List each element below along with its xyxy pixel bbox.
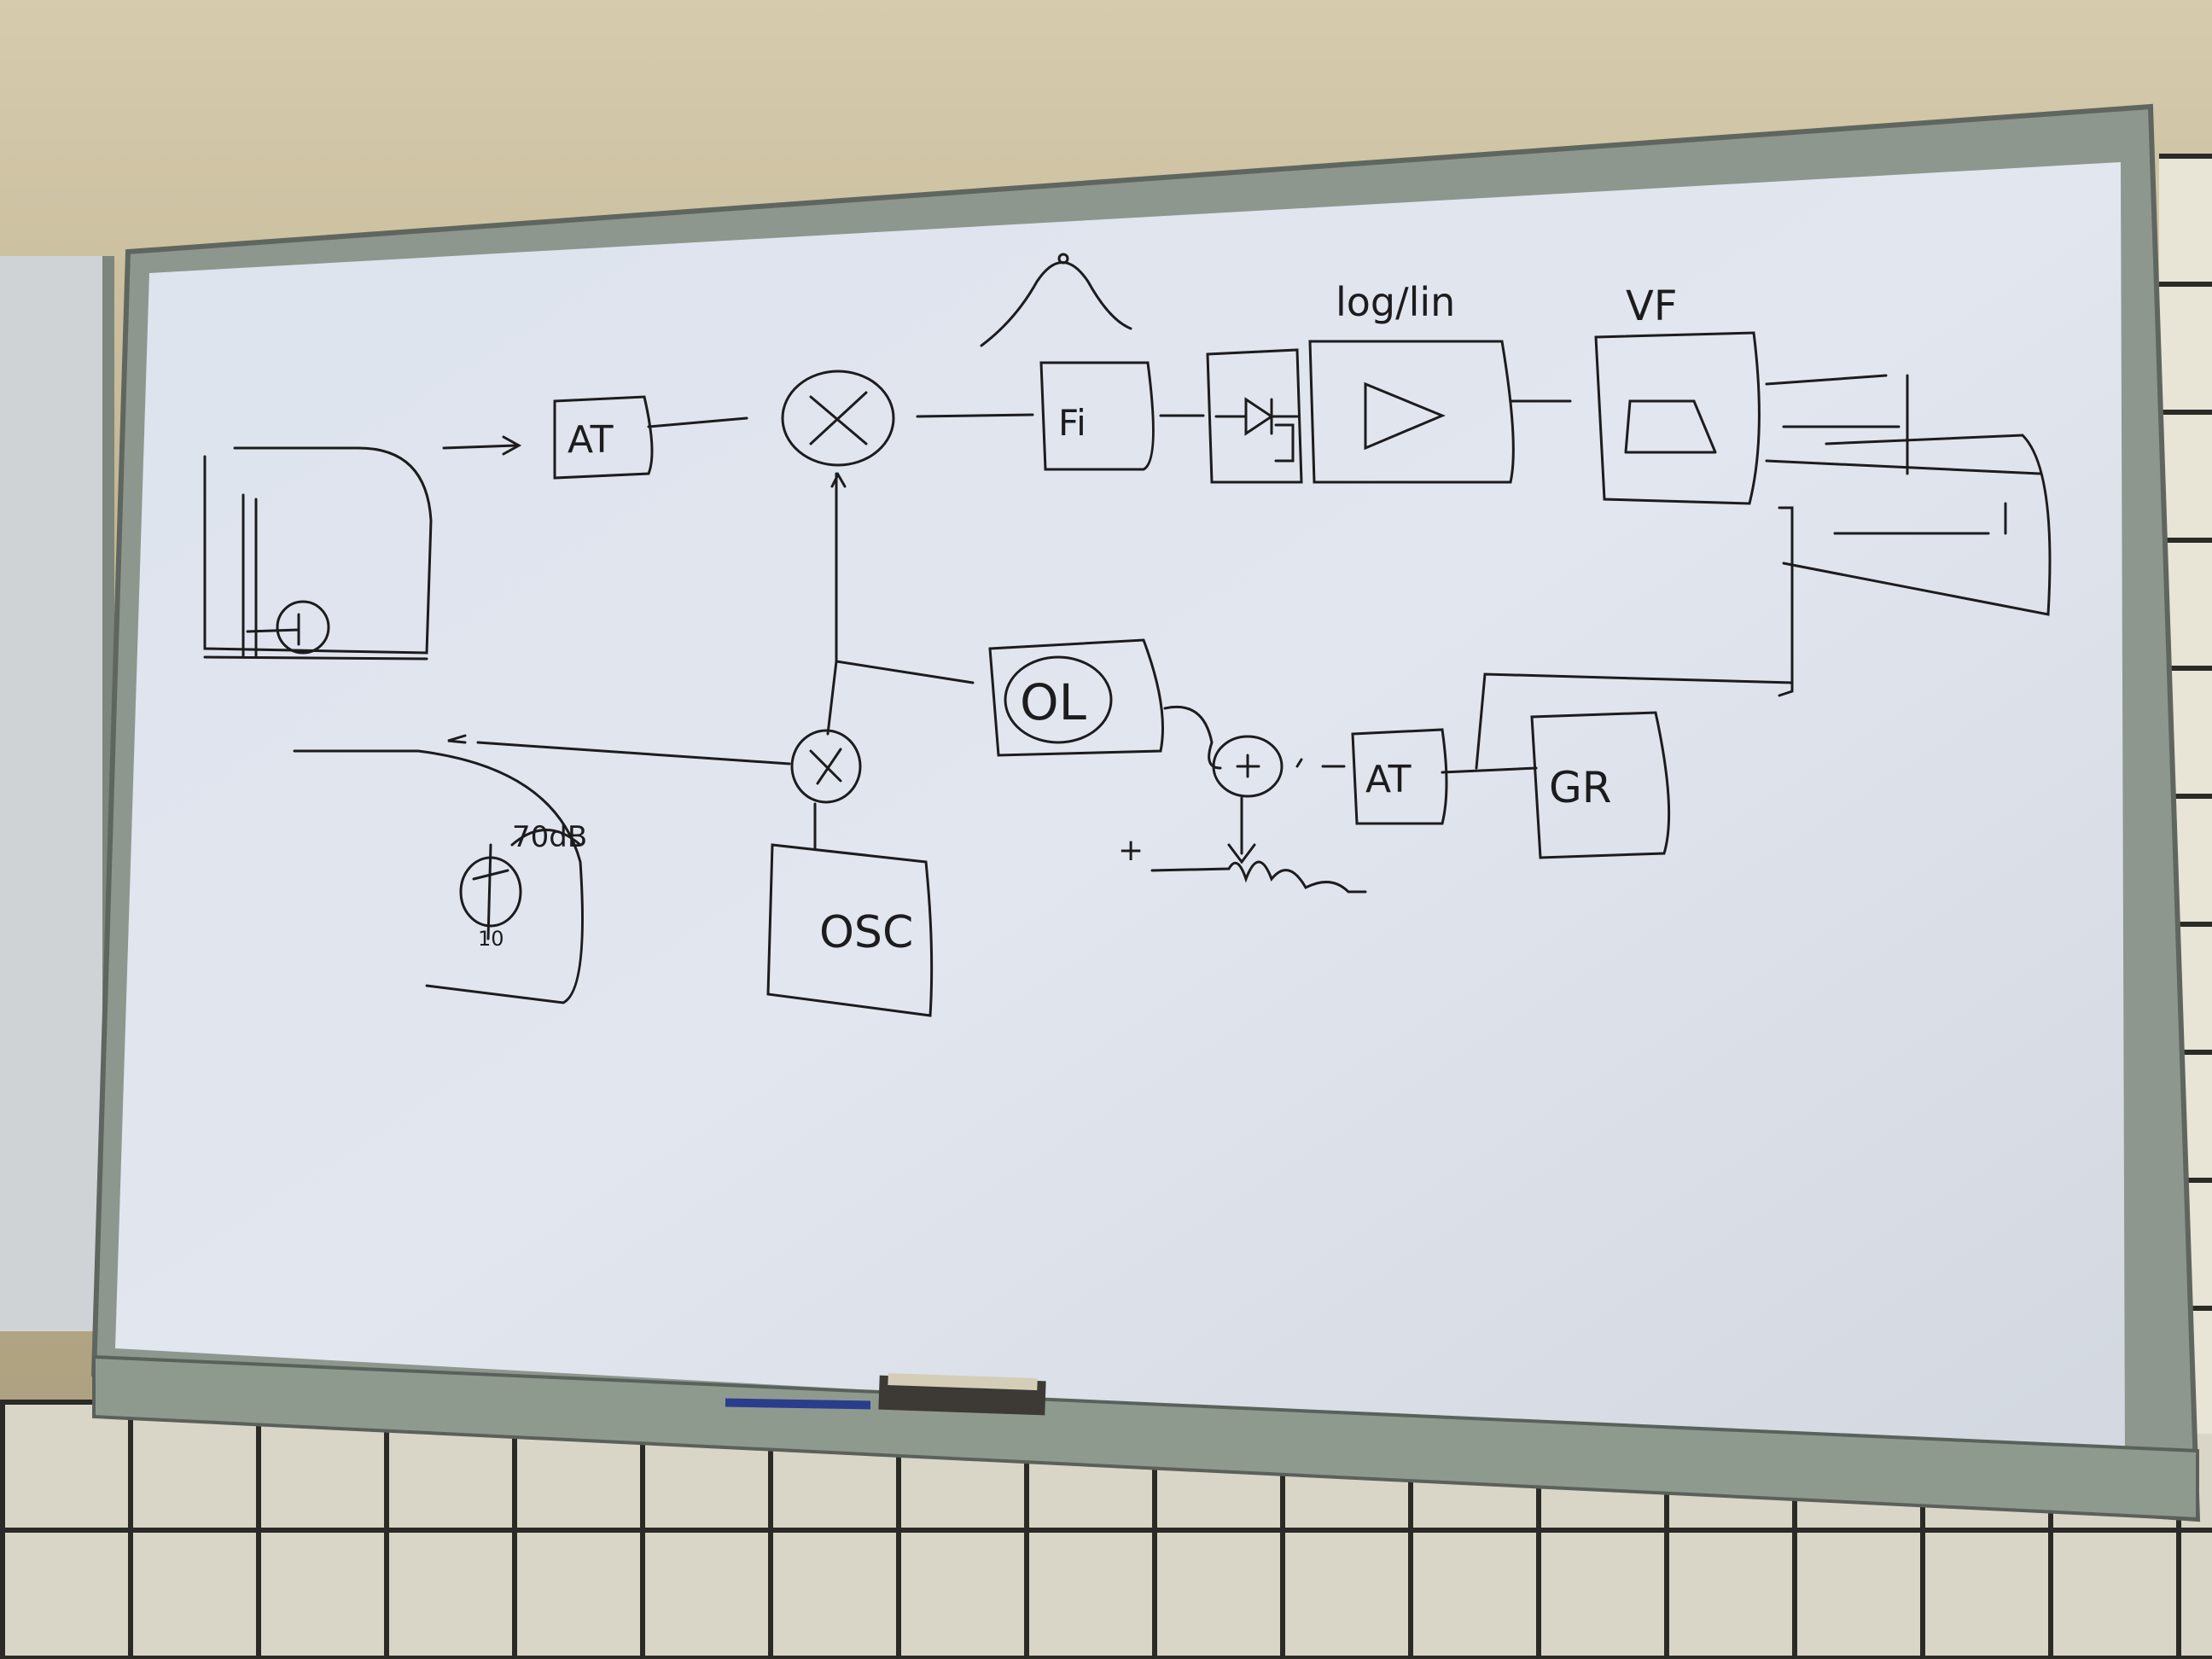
db-label: 70dB <box>512 820 587 854</box>
osc-label: OSC <box>819 907 913 958</box>
noise-trace <box>1150 796 1367 894</box>
gaussian-curve <box>980 261 1132 347</box>
summing-node <box>1212 735 1284 798</box>
ol-block <box>988 638 1164 757</box>
fi-block <box>1039 361 1155 471</box>
osc-block <box>766 843 934 1017</box>
mixer-bottom <box>790 729 862 804</box>
plus-sign: + <box>1118 833 1144 868</box>
marker-tray <box>92 1354 2199 1522</box>
gr-block <box>1530 711 1671 859</box>
block-diagram <box>203 253 2052 1017</box>
display-block <box>1765 374 2052 697</box>
at-top-block <box>553 395 654 480</box>
at-bottom-block <box>1351 728 1448 825</box>
at-top-label: AT <box>568 418 614 462</box>
spectrum-display <box>203 446 433 661</box>
attenuator-dial <box>293 749 584 1004</box>
marker <box>725 1398 871 1410</box>
mixer-top <box>781 370 895 467</box>
vf-label: VF <box>1626 282 1677 330</box>
ol-label: OL <box>1020 673 1086 731</box>
gr-label: GR <box>1549 763 1612 812</box>
detector-block <box>1206 348 1303 484</box>
board-surface <box>115 162 2125 1459</box>
at-bottom-label: AT <box>1365 758 1412 801</box>
dial-value-label: 10 <box>478 927 504 951</box>
loglin-label: log/lin <box>1336 279 1455 325</box>
vf-block <box>1594 331 1761 505</box>
fi-label: Fi <box>1058 402 1086 444</box>
adjacent-board <box>0 256 114 1331</box>
loglin-block <box>1308 340 1515 484</box>
